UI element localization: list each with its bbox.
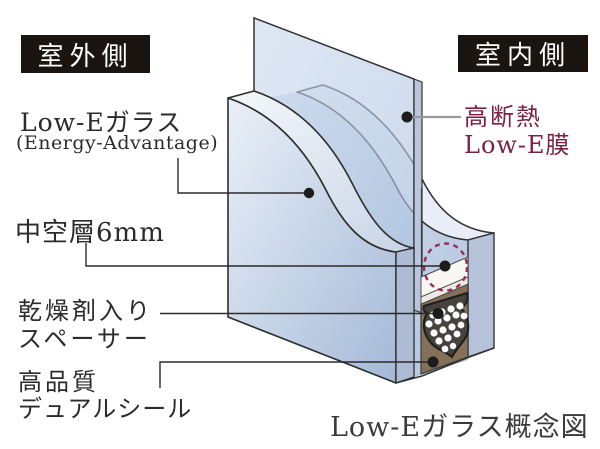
leader-dots — [303, 111, 451, 368]
outdoor-pane — [227, 90, 415, 384]
indoor-pane-edge-face — [467, 232, 495, 358]
outdoor-pane-edge-face — [395, 247, 415, 384]
dot-seal — [427, 356, 439, 368]
air-gap-callout: 中空層6mm — [15, 218, 165, 248]
leader-lines — [85, 115, 461, 388]
glass-callout-line2: (Energy-Advantage) — [16, 132, 219, 154]
dot-spacer — [432, 308, 444, 319]
unit-bottom-edge — [395, 347, 495, 384]
leader-glass — [177, 158, 309, 194]
dot-film — [401, 111, 413, 123]
leader-air-gap — [85, 243, 445, 267]
dot-air-gap — [439, 260, 451, 272]
glass-callout-line1: Low-Eガラス — [20, 108, 183, 137]
film-callout-line1: 高断熱 — [464, 103, 542, 131]
spacer-top-face-2 — [420, 276, 469, 305]
spacer-callout-line1: 乾燥剤入り — [18, 297, 153, 325]
indoor-side-badge: 室内側 — [458, 35, 588, 72]
air-gap-highlight-circle — [422, 242, 469, 292]
diagram-caption: Low-Eガラス概念図 — [330, 412, 589, 443]
indoor-side-label: 室内側 — [474, 41, 571, 71]
seal-callout-line1: 高品質 — [18, 368, 99, 396]
spacer-callout-line2: スペーサー — [18, 325, 151, 353]
outdoor-side-label: 室外側 — [37, 41, 134, 72]
dot-glass — [303, 187, 315, 199]
film-callout-line2: Low-E膜 — [464, 131, 571, 159]
leader-seal — [159, 361, 433, 388]
seal-callout-line2: デュアルシール — [18, 395, 193, 423]
outdoor-side-badge: 室外側 — [21, 35, 150, 73]
